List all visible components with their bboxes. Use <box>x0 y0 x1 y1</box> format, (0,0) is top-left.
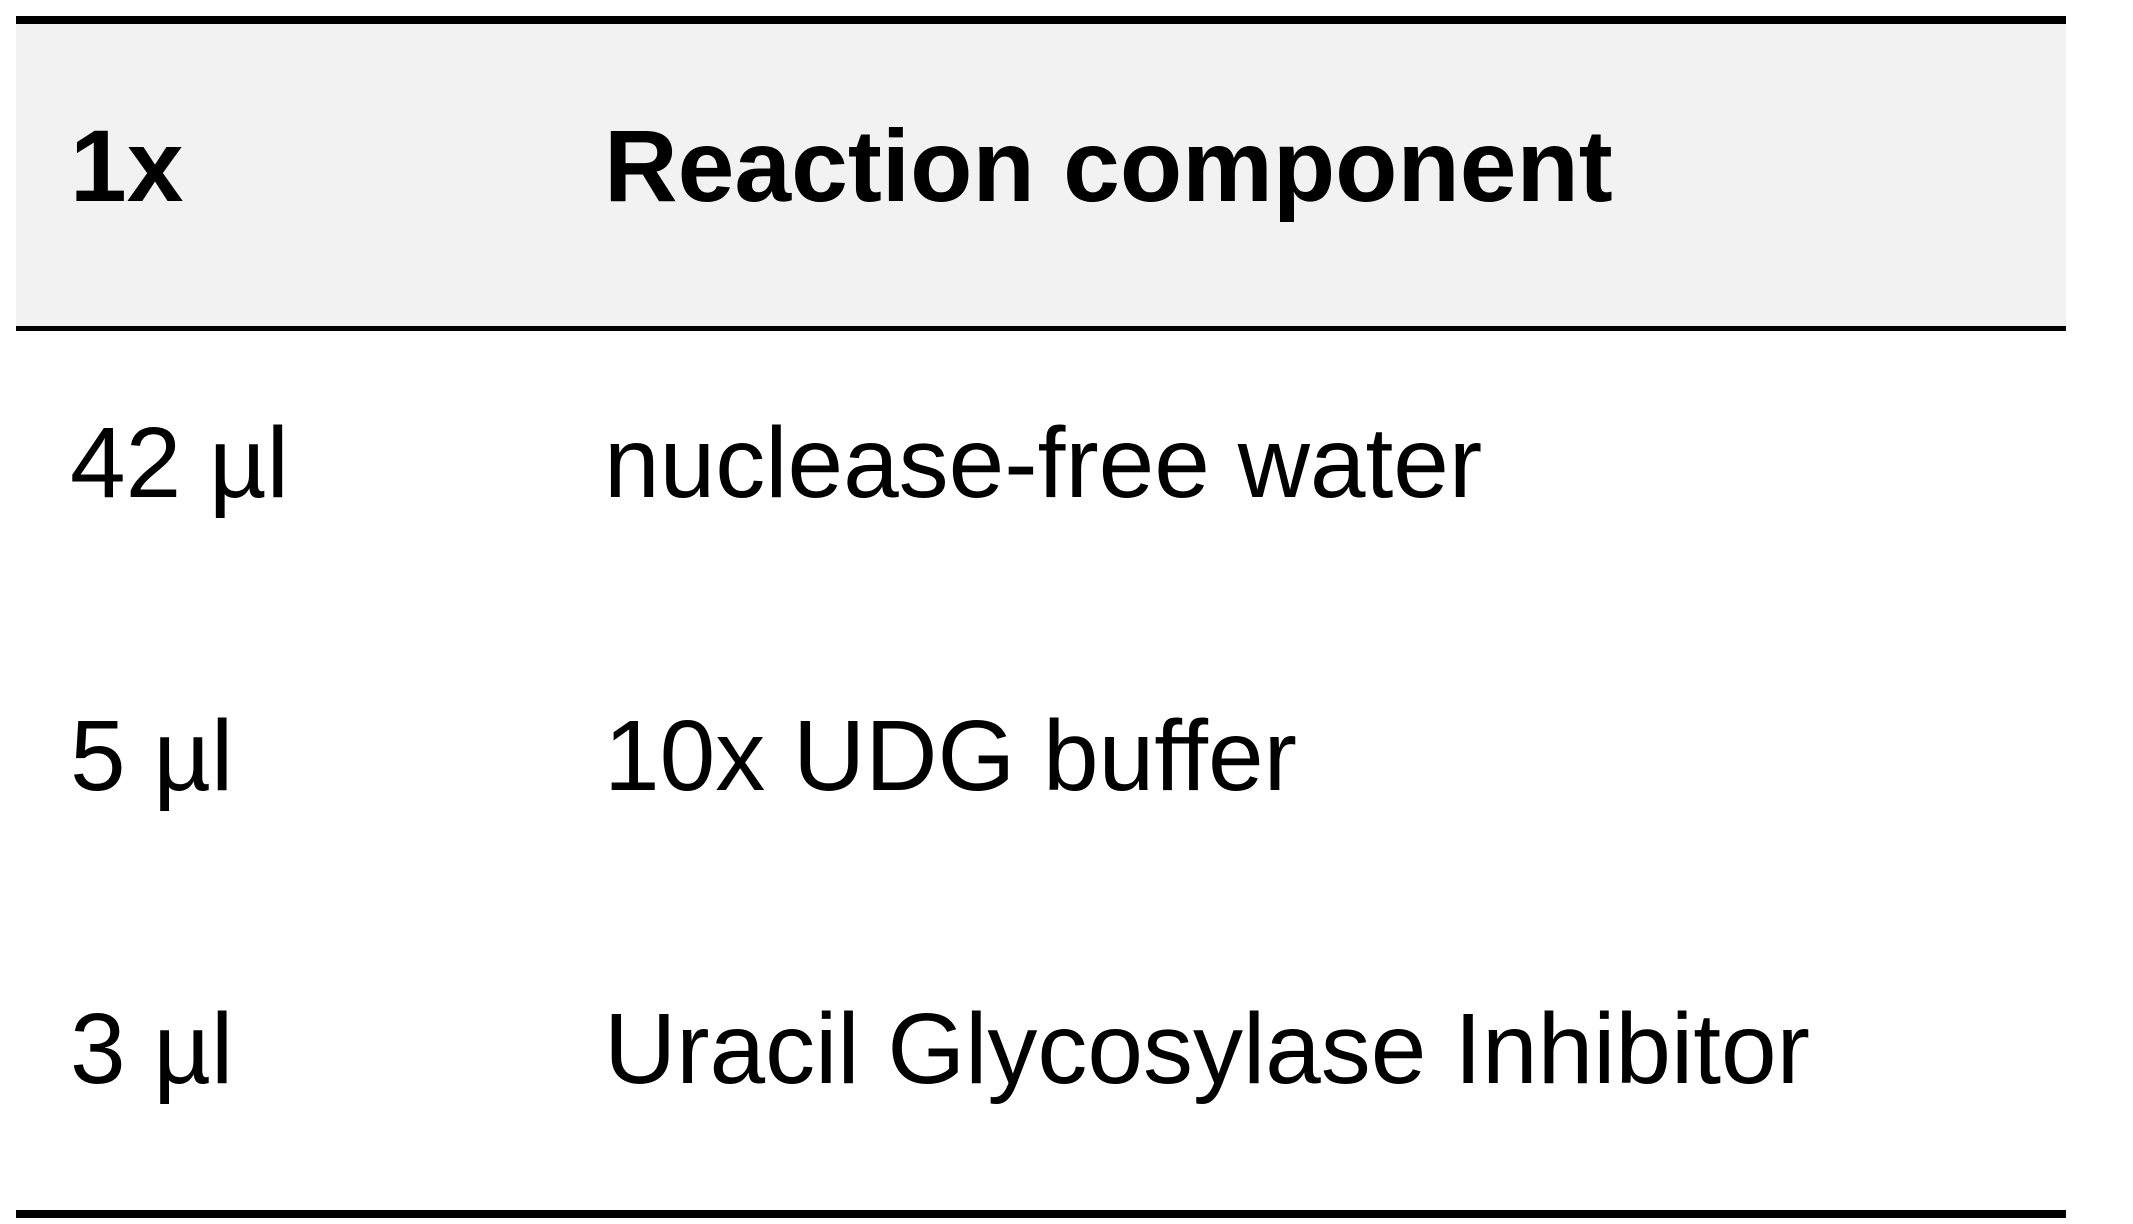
row-quantity: 42 µl <box>70 407 289 519</box>
table-header-rule <box>16 326 2066 331</box>
table-row: 42 µl nuclease-free water <box>16 331 2066 624</box>
table-row: 3 µl Uracil Glycosylase Inhibitor <box>16 917 2066 1210</box>
header-reaction-component: Reaction component <box>604 109 1613 223</box>
row-component: Uracil Glycosylase Inhibitor <box>604 993 1810 1105</box>
row-quantity: 3 µl <box>70 993 234 1105</box>
table-header-row: 1x Reaction component <box>16 24 2066 326</box>
row-quantity: 5 µl <box>70 700 234 812</box>
table-row: 5 µl 10x UDG buffer <box>16 624 2066 917</box>
row-component: 10x UDG buffer <box>604 700 1297 812</box>
table-bottom-rule <box>16 1210 2066 1218</box>
row-component: nuclease-free water <box>604 407 1483 519</box>
header-quantity: 1x <box>70 109 184 223</box>
reaction-table: 1x Reaction component 42 µl nuclease-fre… <box>16 16 2066 1218</box>
table-top-rule <box>16 16 2066 24</box>
